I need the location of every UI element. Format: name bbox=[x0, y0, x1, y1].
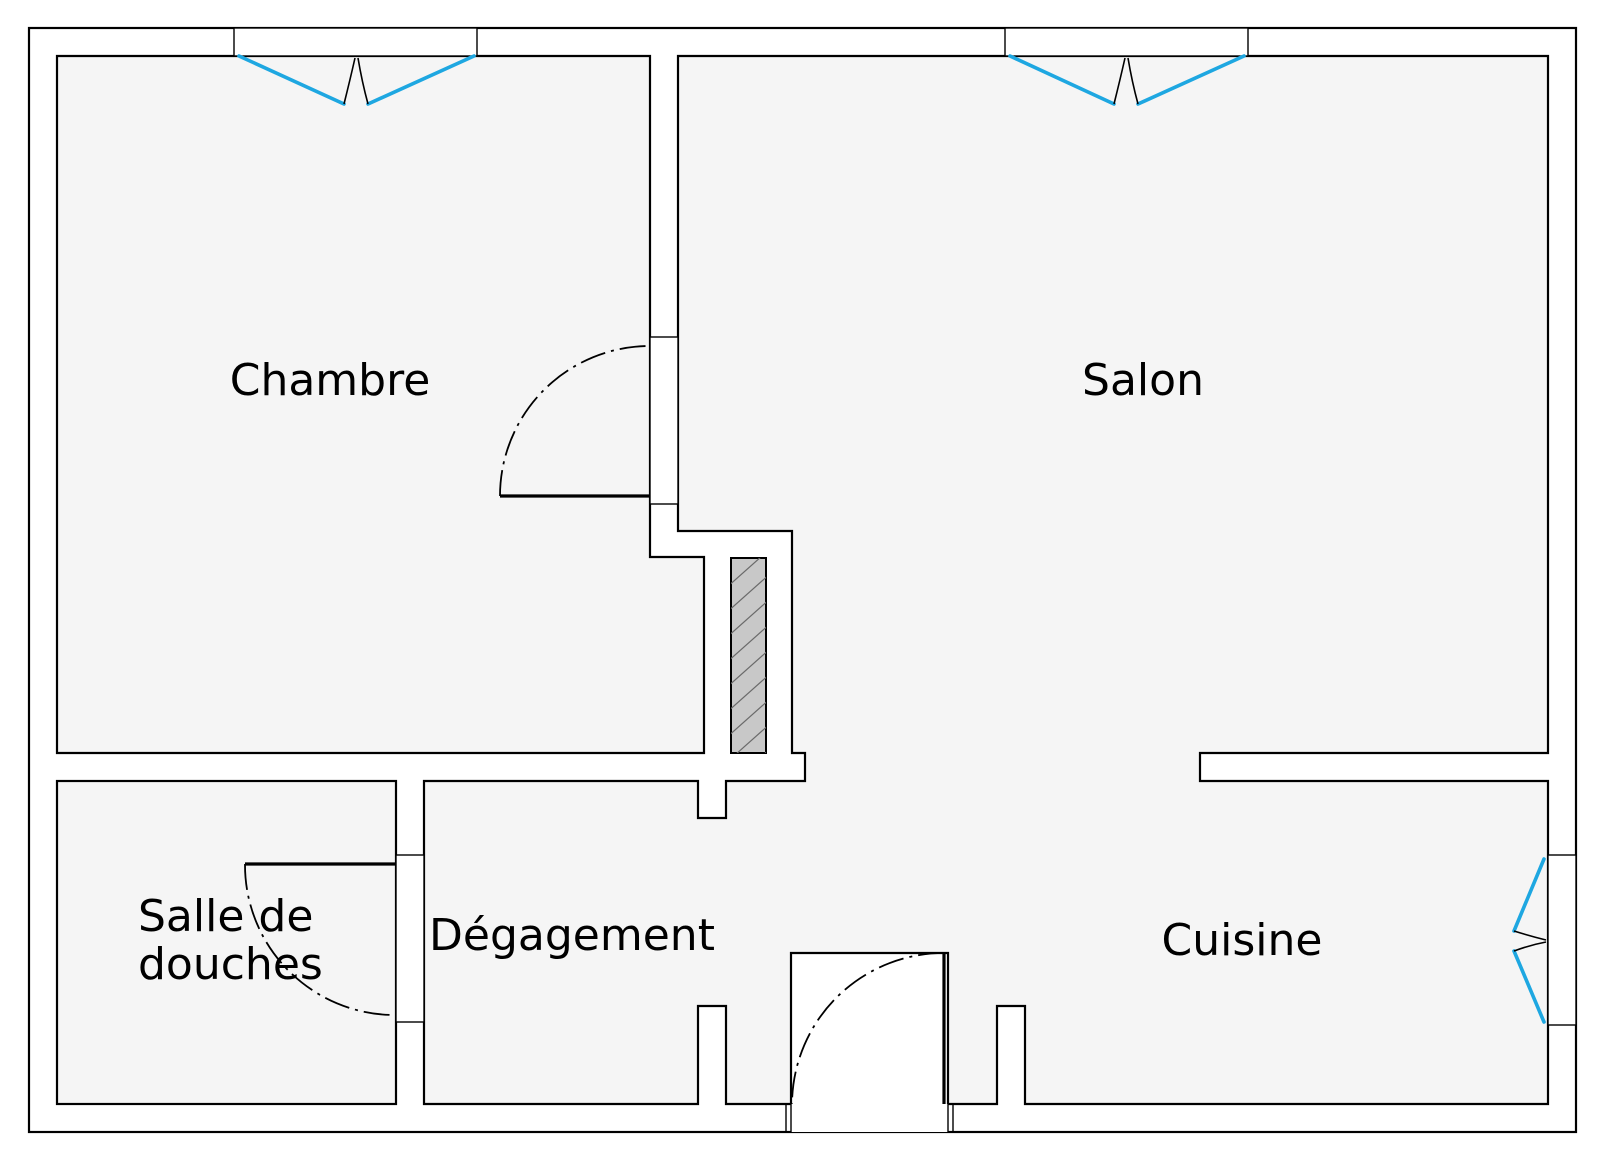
chimney-hatch-line bbox=[731, 651, 766, 685]
room-label-salle-de-douches: Salle de douches bbox=[138, 891, 327, 990]
room-label-degagement: Dégagement bbox=[429, 910, 715, 961]
room-label-salon: Salon bbox=[1082, 355, 1204, 406]
door-entrance[interactable] bbox=[785, 952, 954, 1132]
room-chambre-floor[interactable] bbox=[55, 54, 706, 755]
chimney-hatch-line bbox=[731, 676, 766, 710]
window-cuisine bbox=[1512, 854, 1577, 1026]
chimney-hatch-line bbox=[731, 576, 766, 610]
chimney-hatch-line bbox=[731, 558, 761, 585]
room-label-cuisine: Cuisine bbox=[1162, 915, 1323, 966]
chimney-hatch-line bbox=[731, 701, 766, 735]
chimney-hatch-line bbox=[731, 626, 766, 660]
door-salle-de-douches[interactable] bbox=[244, 854, 425, 1023]
room-label-salle-de-douches-line-2: douches bbox=[138, 939, 323, 990]
room-label-chambre: Chambre bbox=[230, 355, 431, 406]
room-salon-floor[interactable] bbox=[422, 54, 1550, 1106]
room-salle-de-douches-floor[interactable] bbox=[55, 779, 398, 1106]
window-chambre bbox=[233, 27, 478, 106]
chimney bbox=[730, 557, 767, 754]
chimney-hatch-line bbox=[736, 726, 766, 753]
chimney-hatch-line bbox=[731, 601, 766, 635]
room-label-salle-de-douches-line-1: Salle de bbox=[138, 891, 313, 942]
window-salon bbox=[1004, 27, 1249, 106]
door-chambre[interactable] bbox=[499, 336, 679, 505]
